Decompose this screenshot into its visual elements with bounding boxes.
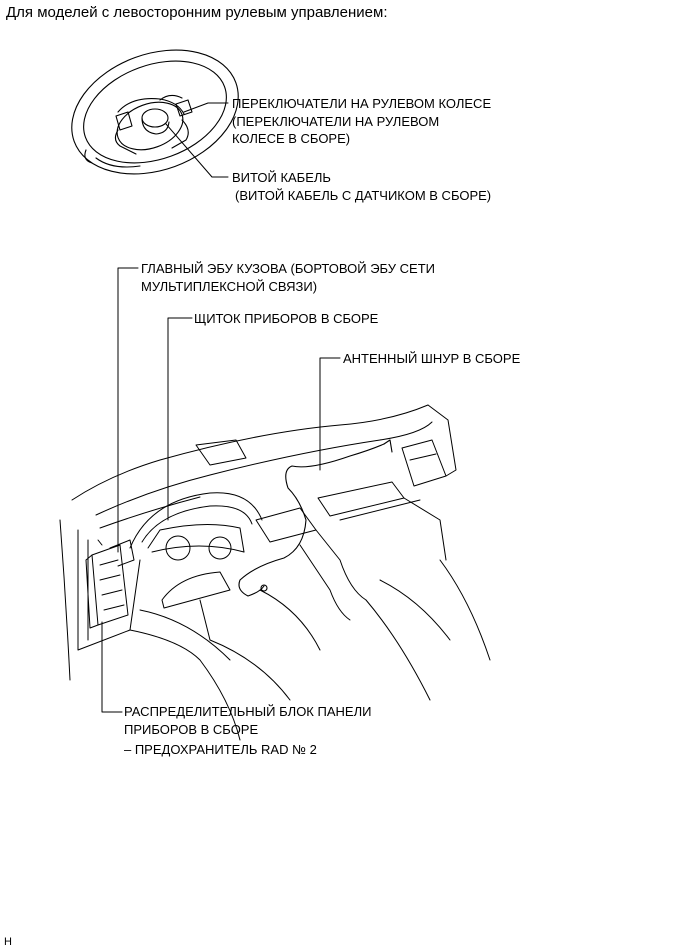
label-spiral-cable: ВИТОЙ КАБЕЛЬ (ВИТОЙ КАБЕЛЬ С ДАТЧИКОМ В … — [232, 169, 491, 204]
leader-lines-steering — [165, 102, 229, 178]
dashboard-drawing — [59, 404, 491, 741]
label-line: ВИТОЙ КАБЕЛЬ — [232, 170, 331, 185]
label-line: ГЛАВНЫЙ ЭБУ КУЗОВА (БОРТОВОЙ ЭБУ СЕТИ — [141, 261, 435, 276]
label-line: КОЛЕСЕ В СБОРЕ) — [232, 131, 351, 146]
label-antenna-cord: АНТЕННЫЙ ШНУР В СБОРЕ — [343, 350, 520, 368]
leader-lines-dashboard — [101, 267, 341, 713]
label-steering-pad-switch: ПЕРЕКЛЮЧАТЕЛИ НА РУЛЕВОМ КОЛЕСЕ (ПЕРЕКЛЮ… — [232, 95, 491, 148]
label-line: ПЕРЕКЛЮЧАТЕЛИ НА РУЛЕВОМ КОЛЕСЕ — [232, 96, 492, 111]
label-line: ПРИБОРОВ В СБОРЕ — [124, 721, 259, 737]
label-line: (ПЕРЕКЛЮЧАТЕЛИ НА РУЛЕВОМ — [232, 113, 440, 129]
label-line: МУЛЬТИПЛЕКСНОЙ СВЯЗИ) — [141, 278, 318, 294]
junction-block-drawing — [85, 539, 135, 629]
label-junction-block: РАСПРЕДЕЛИТЕЛЬНЫЙ БЛОК ПАНЕЛИ ПРИБОРОВ В… — [124, 703, 371, 759]
label-combination-meter: ЩИТОК ПРИБОРОВ В СБОРЕ — [194, 310, 378, 328]
label-line: РАСПРЕДЕЛИТЕЛЬНЫЙ БЛОК ПАНЕЛИ — [124, 704, 372, 719]
page-heading: Для моделей с левосторонним рулевым упра… — [6, 4, 388, 21]
steering-wheel-drawing — [71, 49, 239, 175]
label-line: (ВИТОЙ КАБЕЛЬ С ДАТЧИКОМ В СБОРЕ) — [235, 187, 492, 203]
label-line: – ПРЕДОХРАНИТЕЛЬ RAD № 2 — [124, 742, 317, 757]
figure-code: H — [4, 936, 12, 948]
label-main-body-ecu: ГЛАВНЫЙ ЭБУ КУЗОВА (БОРТОВОЙ ЭБУ СЕТИ МУ… — [141, 260, 435, 295]
antenna-cord-drawing — [238, 439, 393, 597]
label-line: ЩИТОК ПРИБОРОВ В СБОРЕ — [194, 311, 379, 326]
label-line: АНТЕННЫЙ ШНУР В СБОРЕ — [343, 351, 521, 366]
